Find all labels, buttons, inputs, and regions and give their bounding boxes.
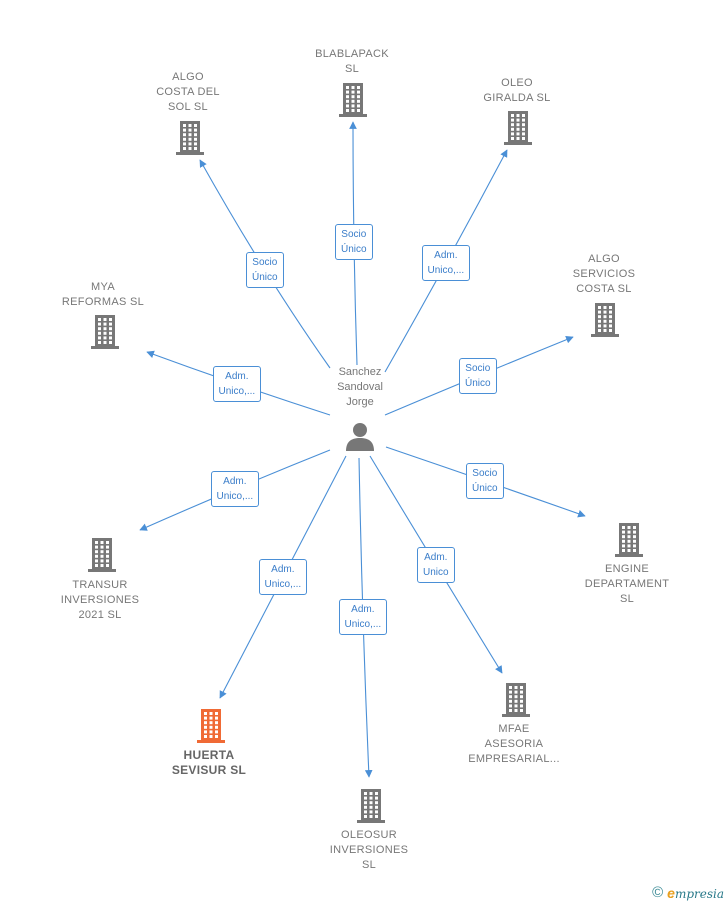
building-icon[interactable] (501, 683, 531, 717)
company-label-huerta-sevisur[interactable]: HUERTA SEVISUR SL (171, 748, 247, 777)
building-icon[interactable] (356, 789, 386, 823)
edge-label-oleosur-inversiones[interactable]: Adm. Unico,... (338, 599, 388, 635)
company-label-algo-costa-del-sol[interactable]: ALGO COSTA DEL SOL SL (156, 71, 220, 113)
building-icon[interactable] (196, 709, 226, 743)
company-label-mfae-asesoria[interactable]: MFAE ASESORIA EMPRESARIAL... (468, 723, 560, 765)
building-icon[interactable] (87, 538, 117, 572)
edge-label-algo-servicios-costa[interactable]: Socio Único (459, 358, 497, 394)
company-label-oleosur-inversiones[interactable]: OLEOSUR INVERSIONES SL (329, 829, 409, 871)
company-label-mya-reformas[interactable]: MYA REFORMAS SL (61, 281, 145, 308)
brand-initial: e (667, 884, 675, 901)
building-icon[interactable] (503, 111, 533, 145)
edge-label-engine-departament[interactable]: Socio Único (466, 463, 504, 499)
edge-label-algo-costa-del-sol[interactable]: Socio Único (246, 252, 284, 288)
brand-name: mpresia (674, 886, 724, 901)
person-icon[interactable] (344, 420, 376, 452)
edge-label-oleo-giralda[interactable]: Adm. Unico,... (421, 245, 471, 281)
building-icon[interactable] (175, 121, 205, 155)
building-icon[interactable] (614, 523, 644, 557)
edge-label-transur-inversiones[interactable]: Adm. Unico,... (210, 471, 260, 507)
edge-label-mfae-asesoria[interactable]: Adm. Unico (417, 547, 455, 583)
company-label-algo-servicios-costa[interactable]: ALGO SERVICIOS COSTA SL (572, 253, 636, 295)
copyright-icon: © (652, 884, 664, 901)
edge-label-blablapack[interactable]: Socio Único (335, 224, 373, 260)
company-label-transur-inversiones[interactable]: TRANSUR INVERSIONES 2021 SL (60, 579, 140, 621)
center-person-name[interactable]: Sanchez Sandoval Jorge (337, 366, 383, 408)
company-label-oleo-giralda[interactable]: OLEO GIRALDA SL (483, 77, 551, 104)
building-icon[interactable] (590, 303, 620, 337)
edge-label-huerta-sevisur[interactable]: Adm. Unico,... (258, 559, 308, 595)
company-label-blablapack[interactable]: BLABLAPACK SL (315, 48, 389, 75)
building-icon[interactable] (338, 83, 368, 117)
footer-branding: © empresia (652, 884, 724, 901)
edge-label-mya-reformas[interactable]: Adm. Unico,... (212, 366, 262, 402)
company-label-engine-departament[interactable]: ENGINE DEPARTAMENT SL (584, 563, 670, 605)
building-icon[interactable] (90, 315, 120, 349)
